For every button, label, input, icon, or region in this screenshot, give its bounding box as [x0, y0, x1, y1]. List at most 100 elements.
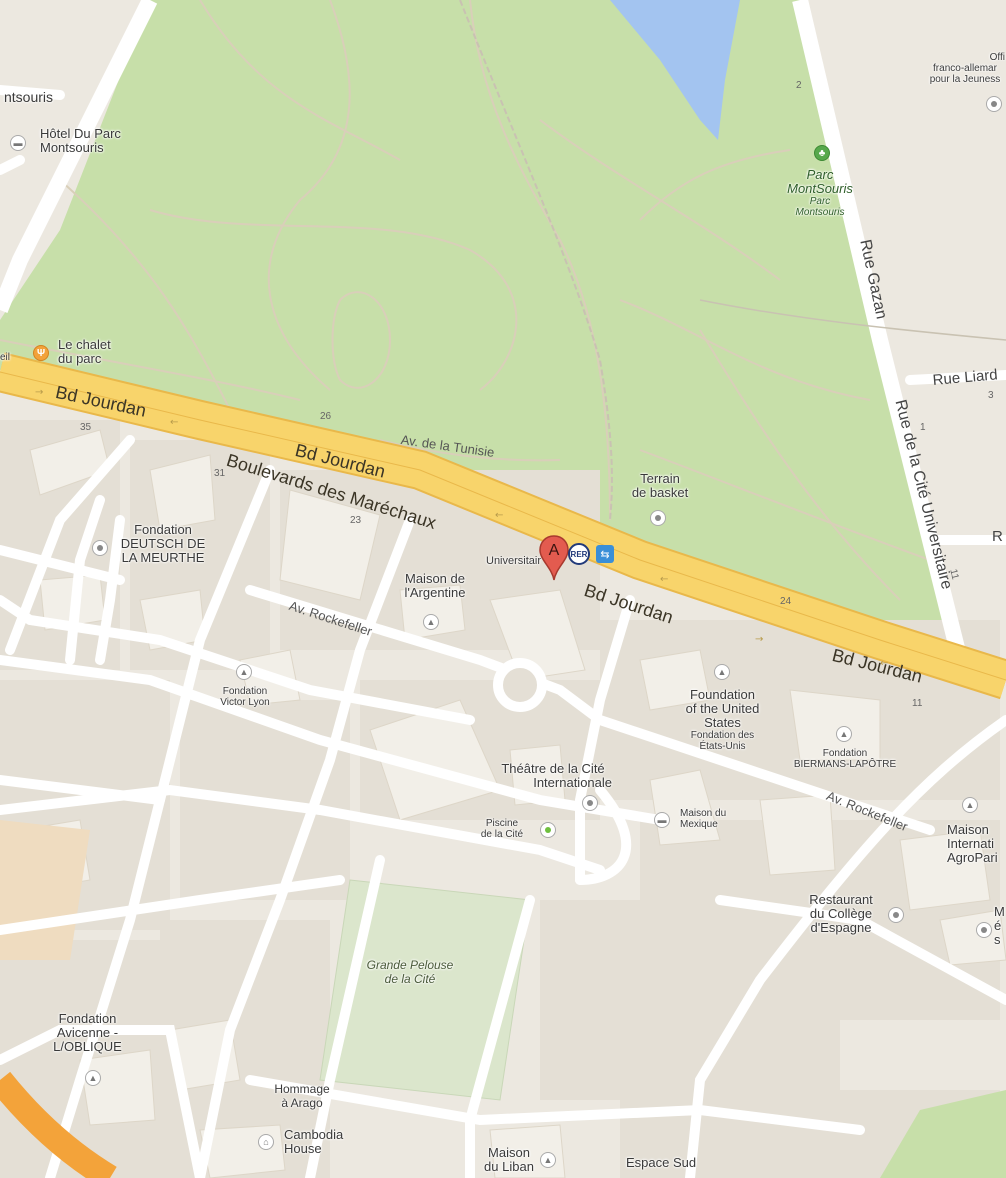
university-icon[interactable]: ▲	[962, 797, 978, 813]
place-label-hotel[interactable]: Hôtel Du Parc Montsouris	[40, 127, 121, 155]
university-icon[interactable]: ▲	[85, 1070, 101, 1086]
place-label-maison-agroparis[interactable]: Maison Internati AgroPari	[947, 823, 998, 865]
place-label-espace-sud: Espace Sud	[626, 1155, 697, 1170]
place-label-fondation-biermans[interactable]: Fondation BIERMANS-LAPÔTRE	[785, 748, 905, 770]
place-label-restaurant-espagne[interactable]: Restaurant du Collège d'Espagne	[796, 893, 886, 935]
place-label-line: de basket	[631, 485, 689, 500]
street-number: 31	[214, 468, 226, 479]
place-label-line: AgroPari	[947, 850, 998, 865]
place-label-line: Fondation	[134, 522, 192, 537]
place-label-line: LA MEURTHE	[121, 550, 205, 565]
place-label-chalet[interactable]: Le chalet du parc	[58, 338, 111, 366]
place-label-line: du Collège	[809, 906, 873, 921]
museum-icon[interactable]: ⌂	[258, 1134, 274, 1150]
grande-pelouse-area	[319, 879, 531, 1101]
place-label-line: de la Cité	[480, 829, 524, 840]
place-label-chalet-left: eil	[0, 352, 11, 363]
hotel-icon[interactable]: ▬	[654, 812, 670, 828]
place-label-piscine[interactable]: Piscine de la Cité	[472, 818, 532, 840]
university-icon[interactable]: ▲	[714, 664, 730, 680]
place-label-line: du Liban	[484, 1159, 534, 1174]
place-label-line: Restaurant	[809, 892, 873, 907]
place-label-line: Maison du	[680, 808, 727, 819]
parc-montsouris-area	[0, 0, 1006, 690]
place-label-theatre[interactable]: Théâtre de la Cité Internationale	[488, 762, 618, 790]
place-label-montsouris: ntsouris	[4, 89, 54, 105]
street-number: 1	[920, 422, 926, 433]
place-label-terrain-basket[interactable]: Terrain de basket	[625, 472, 695, 500]
poi-icon[interactable]	[92, 540, 108, 556]
rer-station-icon[interactable]: RER	[568, 543, 590, 565]
place-label-right-edge[interactable]: M é s	[994, 905, 1005, 947]
place-label-line: Le chalet	[58, 337, 111, 352]
svg-text:←: ←	[880, 658, 888, 669]
place-label-line: Maison	[488, 1145, 530, 1160]
place-label-line: d'Espagne	[810, 920, 872, 935]
poi-icon[interactable]	[888, 907, 904, 923]
street-number: 35	[80, 422, 92, 433]
park-tree-icon[interactable]: ♣	[814, 145, 830, 161]
poi-icon[interactable]	[650, 510, 666, 526]
place-label-line: Victor Lyon	[220, 697, 270, 708]
place-label-foundation-usa[interactable]: Foundation of the United States Fondatio…	[670, 687, 775, 753]
place-label-line: Offi	[989, 52, 1005, 63]
street-number: 2	[796, 80, 802, 91]
place-label-line: DEUTSCH DE	[120, 536, 206, 551]
place-label-maison-liban[interactable]: Maison du Liban	[474, 1146, 544, 1174]
place-label-line: Piscine	[485, 818, 519, 829]
place-label-cambodia-house[interactable]: Cambodia House	[284, 1128, 343, 1156]
park-green	[0, 0, 960, 655]
place-label-fondation-victor-lyon[interactable]: Fondation Victor Lyon	[205, 686, 285, 708]
hotel-icon[interactable]: ▬	[10, 135, 26, 151]
svg-text:←: ←	[495, 510, 503, 521]
place-label-line: States	[704, 715, 741, 730]
place-label-office[interactable]: Offi franco-allemar pour la Jeuness	[915, 52, 1006, 85]
place-label-line: Maison	[947, 822, 989, 837]
place-label-line: Internati	[947, 836, 994, 851]
place-label-line: Maison de	[405, 571, 465, 586]
svg-text:←: ←	[170, 417, 178, 428]
place-label-line: L/OBLIQUE	[53, 1039, 122, 1054]
place-label-universitaire: Universitair	[486, 555, 542, 567]
place-label-line: Grande Pelouse	[366, 958, 454, 972]
place-label-line: Montsouris	[40, 140, 104, 155]
svg-text:←: ←	[660, 574, 668, 585]
place-label-line: BIERMANS-LAPÔTRE	[793, 759, 897, 770]
university-icon[interactable]: ▲	[423, 614, 439, 630]
marker-letter: A	[549, 542, 560, 559]
place-label-line: Mexique	[680, 819, 718, 830]
poi-icon[interactable]	[986, 96, 1002, 112]
place-label-line: Hommage	[274, 1082, 330, 1096]
place-label-maison-mexique[interactable]: Maison du Mexique	[680, 808, 726, 830]
place-label-hommage-arago[interactable]: Hommage à Arago	[262, 1082, 342, 1110]
place-label-fondation-deutsch[interactable]: Fondation DEUTSCH DE LA MEURTHE	[108, 523, 218, 565]
university-icon[interactable]: ▲	[836, 726, 852, 742]
restaurant-icon[interactable]: Ψ	[33, 345, 49, 361]
place-label-line: Foundation	[689, 687, 756, 702]
place-label-line: de la Cité	[384, 972, 436, 986]
place-label-line: é	[994, 918, 1002, 933]
street-number: 26	[320, 411, 332, 422]
place-label-maison-argentine[interactable]: Maison de l'Argentine	[395, 572, 475, 600]
poi-icon[interactable]	[582, 795, 598, 811]
place-label-line: Montsouris	[795, 207, 845, 218]
poi-icon[interactable]	[976, 922, 992, 938]
swimming-pool-icon[interactable]	[540, 822, 556, 838]
tram-station-icon[interactable]: ⇆	[596, 545, 614, 563]
street-number: 3	[988, 390, 994, 401]
place-label-line: à Arago	[281, 1096, 323, 1110]
place-label-grande-pelouse[interactable]: Grande Pelouse de la Cité	[350, 958, 470, 986]
place-label-line: Terrain	[640, 471, 680, 486]
university-icon[interactable]: ▲	[236, 664, 252, 680]
place-label-line: du parc	[58, 351, 102, 366]
svg-text:→: →	[755, 634, 763, 645]
place-label-fondation-avicenne[interactable]: Fondation Avicenne - L/OBLIQUE	[40, 1012, 135, 1054]
place-label-parc-montsouris[interactable]: Parc MontSouris Parc Montsouris	[780, 168, 860, 219]
place-label-line: Internationale	[533, 775, 612, 790]
location-marker-a[interactable]: A	[538, 534, 570, 582]
university-icon[interactable]: ▲	[540, 1152, 556, 1168]
lake	[610, 0, 740, 140]
place-label-line: Fondation	[58, 1011, 117, 1026]
